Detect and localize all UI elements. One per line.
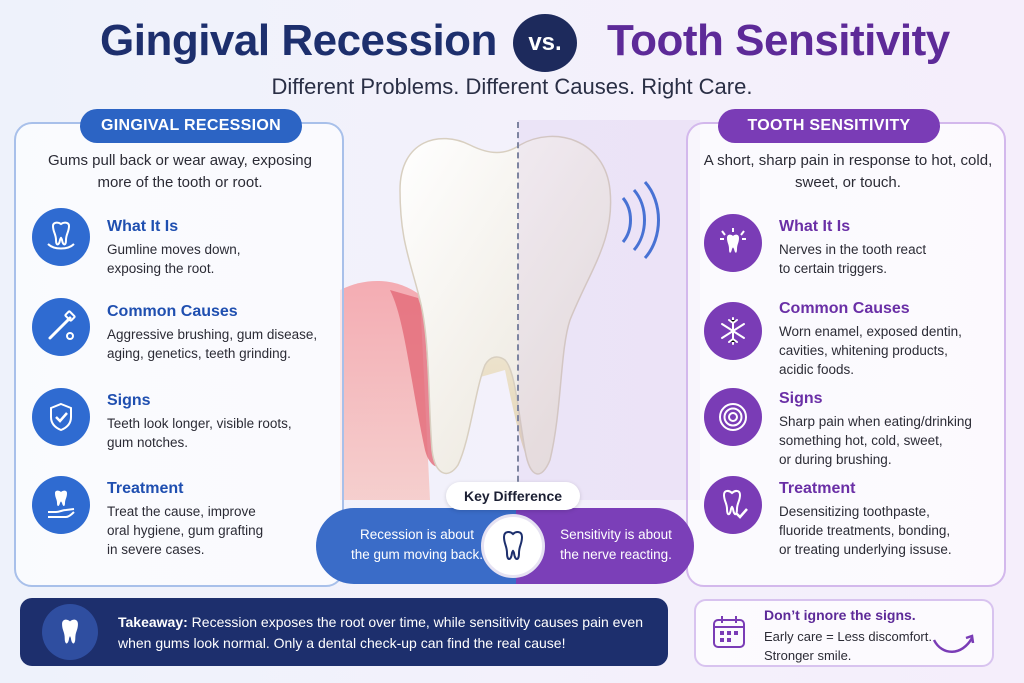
sensitivity-wave-3 — [643, 180, 660, 260]
subtitle: Different Problems. Different Causes. Ri… — [271, 74, 753, 99]
sensitivity-tint — [518, 120, 700, 500]
recession-causes-body: Aggressive brushing, gum disease, aging,… — [107, 327, 318, 361]
reminder-title: Don’t ignore the signs. — [764, 607, 916, 623]
sensitivity-signs-body: Sharp pain when eating/drinking somethin… — [779, 414, 972, 467]
takeaway-banner — [20, 598, 668, 666]
sensitivity-wave-2 — [632, 189, 646, 251]
tooth-illustration — [340, 120, 700, 500]
sensitivity-what-title: What It Is — [779, 218, 851, 235]
tooth-check-icon — [704, 476, 762, 534]
hand-tooth-icon — [32, 476, 90, 534]
title-tooth-sensitivity: Tooth Sensitivity — [607, 16, 950, 65]
sensitivity-wave-1 — [621, 197, 632, 243]
sensitivity-treatment-title: Treatment — [779, 480, 856, 497]
takeaway-body: Recession exposes the root over time, wh… — [118, 614, 644, 651]
recession-what-title: What It Is — [107, 218, 179, 235]
sensitivity-signs-title: Signs — [779, 390, 823, 407]
shield-check-icon — [32, 388, 90, 446]
sensitivity-intro: A short, sharp pain in response to hot, … — [703, 152, 993, 191]
takeaway-tooth-icon — [42, 604, 98, 660]
title-gingival-recession: Gingival Recession — [100, 16, 497, 65]
recession-causes-title: Common Causes — [107, 303, 238, 320]
key-difference-right: Sensitivity is about the nerve reacting. — [516, 508, 694, 584]
sensitivity-label: TOOTH SENSITIVITY — [718, 109, 940, 143]
vs-badge: vs. — [513, 14, 577, 72]
calendar-icon — [713, 616, 745, 648]
tooth-zap-icon — [704, 214, 762, 272]
recession-label: GINGIVAL RECESSION — [80, 109, 302, 143]
key-difference-recession-text: Recession is about the gum moving back. — [350, 527, 484, 562]
target-icon — [704, 388, 762, 446]
recession-what-body: Gumline moves down, exposing the root. — [107, 242, 241, 276]
tooth-crown — [399, 135, 612, 475]
sensitivity-causes-body: Worn enamel, exposed dentin, cavities, w… — [779, 324, 962, 377]
tooth-gum-icon — [32, 208, 90, 266]
toothbrush-icon — [32, 298, 90, 356]
key-difference-sensitivity-text: Sensitivity is about the nerve reacting. — [560, 527, 672, 562]
sensitivity-causes-title: Common Causes — [779, 300, 910, 317]
smile-arrow-icon — [932, 634, 975, 653]
recession-signs-body: Teeth look longer, visible roots, gum no… — [107, 416, 292, 450]
recession-treatment-body: Treat the cause, improve oral hygiene, g… — [107, 504, 264, 557]
key-difference-label: Key Difference — [446, 482, 580, 510]
recession-signs-title: Signs — [107, 392, 151, 409]
takeaway-label: Takeaway: — [118, 614, 188, 630]
recession-intro: Gums pull back or wear away, exposing mo… — [47, 152, 312, 191]
sensitivity-what-body: Nerves in the tooth react to certain tri… — [779, 242, 927, 276]
sensitivity-treatment-body: Desensitizing toothpaste, fluoride treat… — [779, 504, 952, 557]
reminder-body: Early care = Less discomfort. Stronger s… — [764, 629, 932, 663]
center-divider — [517, 122, 519, 502]
key-difference-tooth-icon — [481, 514, 545, 578]
recession-treatment-title: Treatment — [107, 480, 184, 497]
takeaway-text: Takeaway: Recession exposes the root ove… — [118, 612, 658, 654]
snowflake-icon — [704, 302, 762, 360]
